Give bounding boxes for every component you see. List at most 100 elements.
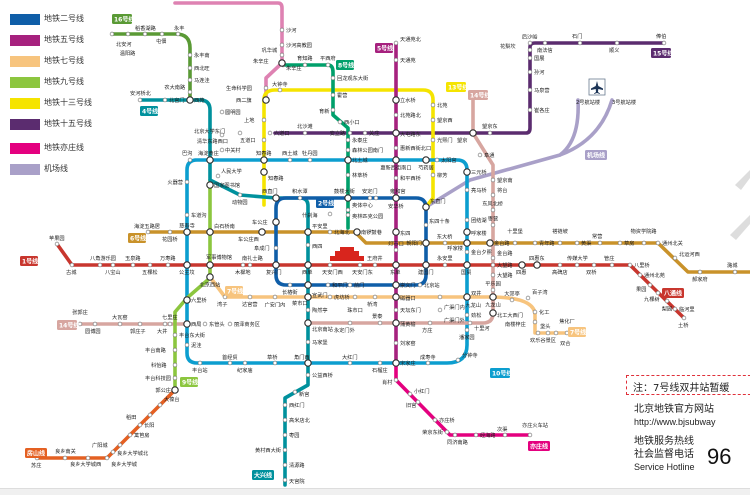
station[interactable]: 枣园 bbox=[282, 431, 299, 439]
station-dot-icon[interactable] bbox=[434, 157, 440, 163]
station[interactable]: 陶然亭 bbox=[305, 306, 328, 314]
station-dot-icon[interactable] bbox=[345, 207, 351, 213]
station[interactable]: 安华桥 bbox=[373, 195, 404, 210]
station[interactable]: 西二旗 bbox=[236, 96, 270, 104]
station[interactable]: 宣武门 bbox=[304, 281, 328, 299]
station[interactable]: 天通苑 bbox=[393, 56, 416, 64]
station-dot-icon[interactable] bbox=[305, 307, 311, 313]
station[interactable]: 菜市口 bbox=[292, 293, 312, 307]
station[interactable]: 草桥 bbox=[267, 353, 278, 366]
station-dot-icon[interactable] bbox=[237, 192, 243, 198]
station[interactable]: 长阳 bbox=[137, 421, 154, 429]
station-dot-icon[interactable] bbox=[377, 320, 383, 326]
station[interactable]: 崇文门 bbox=[392, 281, 416, 289]
station[interactable]: 九龙山 bbox=[485, 293, 501, 309]
interchange-icon[interactable] bbox=[171, 386, 179, 394]
station-dot-icon[interactable] bbox=[302, 130, 308, 136]
interchange-icon[interactable] bbox=[260, 156, 268, 164]
station[interactable]: 芍药居 bbox=[418, 156, 434, 172]
station[interactable]: 望京东 bbox=[482, 122, 498, 136]
station[interactable]: 八宝山 bbox=[105, 262, 121, 276]
station[interactable]: 良乡南关 bbox=[55, 447, 76, 461]
station-dot-icon[interactable] bbox=[137, 97, 143, 103]
station-dot-icon[interactable] bbox=[490, 287, 496, 293]
interchange-icon[interactable] bbox=[463, 228, 471, 236]
station-dot-icon[interactable] bbox=[427, 320, 433, 326]
station-dot-icon[interactable] bbox=[272, 294, 278, 300]
station[interactable]: 泥洼 bbox=[184, 341, 201, 349]
station-dot-icon[interactable] bbox=[464, 312, 470, 318]
station-dot-icon[interactable] bbox=[282, 432, 288, 438]
station[interactable]: 五棵松 bbox=[142, 262, 158, 276]
station[interactable]: 永安里 bbox=[437, 254, 453, 268]
interchange-icon[interactable] bbox=[272, 261, 280, 269]
station-dot-icon[interactable] bbox=[430, 102, 436, 108]
station-dot-icon[interactable] bbox=[393, 307, 399, 313]
station[interactable]: 北海北 bbox=[327, 228, 350, 236]
station[interactable]: 篱笆房 bbox=[127, 431, 150, 439]
station-dot-icon[interactable] bbox=[647, 282, 653, 288]
interchange-icon[interactable] bbox=[486, 239, 494, 247]
interchange-icon[interactable] bbox=[463, 239, 471, 247]
station[interactable]: 西苑 bbox=[186, 96, 205, 104]
station[interactable]: 巩华城 bbox=[262, 46, 285, 58]
interchange-icon[interactable] bbox=[183, 296, 191, 304]
station[interactable]: 稻香湖路 bbox=[135, 24, 157, 37]
station-dot-icon[interactable] bbox=[337, 119, 343, 125]
station-dot-icon[interactable] bbox=[393, 40, 399, 46]
station[interactable]: 六里桥 bbox=[183, 296, 208, 304]
station[interactable]: 东直门 bbox=[422, 197, 446, 211]
station-dot-icon[interactable] bbox=[527, 47, 533, 53]
station[interactable]: 玉泉路 bbox=[125, 254, 141, 268]
station-dot-icon[interactable] bbox=[464, 217, 470, 223]
station[interactable]: 积水潭 bbox=[292, 187, 308, 201]
interchange-icon[interactable] bbox=[206, 261, 214, 269]
station-dot-icon[interactable] bbox=[307, 157, 313, 163]
station-dot-icon[interactable] bbox=[345, 172, 351, 178]
station[interactable]: 和平西桥 bbox=[393, 174, 422, 182]
interchange-icon[interactable] bbox=[304, 293, 312, 301]
station[interactable]: 北京大学东门 bbox=[194, 127, 225, 138]
station-dot-icon[interactable] bbox=[325, 62, 331, 68]
station[interactable]: 知春路 bbox=[256, 149, 272, 164]
station[interactable]: 石门 bbox=[572, 32, 582, 46]
station-dot-icon[interactable] bbox=[557, 240, 563, 246]
station[interactable]: 屯佃 bbox=[156, 31, 166, 45]
station[interactable]: 花梨坎 bbox=[500, 42, 533, 53]
station[interactable]: 金台夕照 bbox=[464, 248, 492, 256]
station[interactable]: 太阳宫 bbox=[434, 156, 457, 164]
station[interactable]: 丰台站 bbox=[192, 360, 208, 374]
station[interactable]: 巴沟 bbox=[182, 149, 192, 163]
station-dot-icon[interactable] bbox=[261, 117, 267, 123]
station[interactable]: 马连洼 bbox=[187, 76, 210, 84]
station[interactable]: 牡丹园 bbox=[302, 149, 318, 163]
station[interactable]: 什刹海 bbox=[302, 211, 333, 219]
station[interactable]: 东四 bbox=[392, 228, 411, 237]
station[interactable]: 南礼士路 bbox=[242, 254, 264, 268]
station[interactable]: 奥体中心 bbox=[345, 201, 373, 218]
station[interactable]: 灯市口 bbox=[388, 240, 404, 253]
station[interactable]: 将台 bbox=[490, 186, 507, 198]
station[interactable]: 森林公园南门 bbox=[345, 146, 383, 154]
station[interactable]: 望京 bbox=[457, 129, 477, 144]
station[interactable]: 东单 bbox=[390, 261, 400, 276]
station-dot-icon[interactable] bbox=[681, 315, 687, 321]
station-dot-icon[interactable] bbox=[167, 229, 173, 235]
station[interactable]: 前门 bbox=[347, 281, 364, 289]
station[interactable]: 平安里 bbox=[304, 222, 328, 236]
station[interactable]: 关庄 bbox=[362, 129, 379, 137]
station[interactable]: 海淀黄庄 bbox=[198, 149, 219, 164]
station-dot-icon[interactable] bbox=[327, 294, 333, 300]
station-dot-icon[interactable] bbox=[372, 294, 378, 300]
station[interactable]: 南锣鼓巷 bbox=[353, 228, 383, 236]
station[interactable]: 稻田 bbox=[126, 412, 153, 421]
station-dot-icon[interactable] bbox=[545, 330, 551, 336]
station-dot-icon[interactable] bbox=[187, 89, 193, 95]
station-dot-icon[interactable] bbox=[527, 40, 533, 46]
interchange-icon[interactable] bbox=[392, 194, 400, 202]
station[interactable]: 广渠门内 bbox=[437, 294, 465, 311]
station-dot-icon[interactable] bbox=[490, 192, 496, 198]
station[interactable]: 崔各庄 bbox=[527, 106, 550, 114]
interchange-icon[interactable] bbox=[272, 218, 280, 226]
station[interactable]: 大郊亭 bbox=[504, 290, 520, 303]
